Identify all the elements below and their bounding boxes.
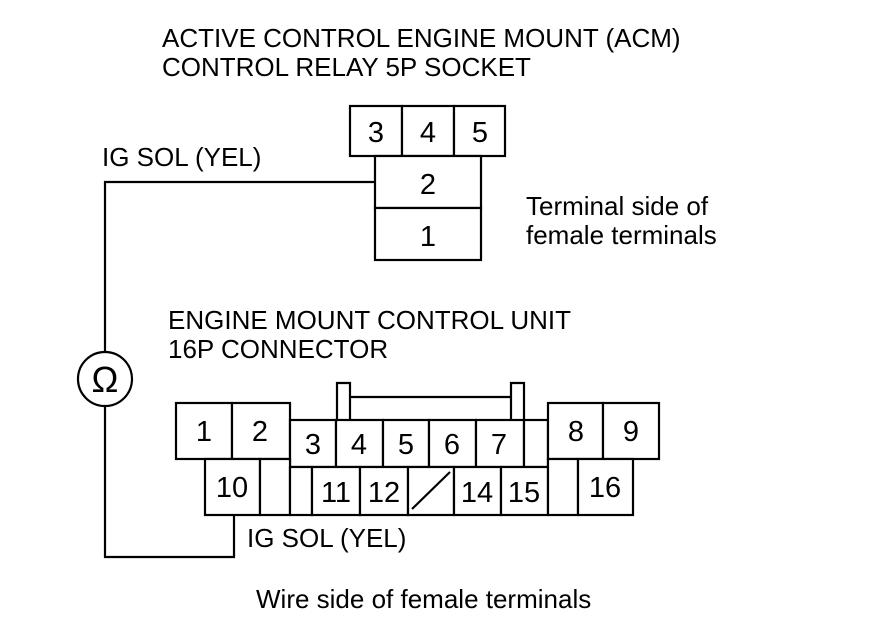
wire-side-note: Wire side of female terminals <box>256 584 591 614</box>
terminal-side-note-line1: Terminal side of <box>526 191 709 221</box>
conn-cell-14 <box>452 465 503 517</box>
conn-pin-15: 15 <box>508 477 540 509</box>
ohmmeter-circle <box>76 350 134 408</box>
conn-cell-blank-right <box>546 457 580 517</box>
relay-pin-2: 2 <box>420 169 436 201</box>
relay-pin-3: 3 <box>368 117 384 149</box>
unit-title-line1: ENGINE MOUNT CONTROL UNIT <box>168 305 571 335</box>
connector-16p: 1 2 3 4 5 6 7 8 9 10 11 12 14 15 16 <box>174 381 661 517</box>
ohmmeter: Ω <box>76 350 134 408</box>
conn-cell-16 <box>576 457 635 517</box>
conn-pin-8: 8 <box>568 416 584 448</box>
wire-top-segment <box>103 180 375 352</box>
relay-socket: 3 4 5 2 1 <box>348 104 507 262</box>
conn-pin-1: 1 <box>196 416 212 448</box>
wire-label-bottom: IG SOL (YEL) <box>247 523 406 553</box>
relay-pin-4: 4 <box>420 117 436 149</box>
conn-pin-5: 5 <box>398 429 414 461</box>
terminal-side-note-line2: female terminals <box>526 220 717 250</box>
ohm-icon: Ω <box>92 359 119 400</box>
relay-cell-2 <box>373 154 483 210</box>
conn-pin-14: 14 <box>461 477 493 509</box>
relay-title-line1: ACTIVE CONTROL ENGINE MOUNT (ACM) <box>162 23 681 53</box>
wire-bottom-segment <box>103 406 236 559</box>
conn-pin-11: 11 <box>321 477 351 509</box>
conn-cell-12 <box>358 465 410 517</box>
conn-pin-12: 12 <box>368 477 400 509</box>
conn-cell-4 <box>334 418 385 469</box>
conn-pin-2: 2 <box>252 416 268 448</box>
unused-slot-slash <box>411 471 451 510</box>
conn-pin-6: 6 <box>444 429 460 461</box>
conn-cell-spacer-bottom <box>288 465 314 517</box>
conn-cell-11 <box>310 465 362 517</box>
conn-cell-9 <box>601 401 661 461</box>
relay-cell-1 <box>373 206 483 262</box>
conn-pin-16: 16 <box>589 472 621 504</box>
wire-label-top: IG SOL (YEL) <box>102 142 261 172</box>
conn-pin-3: 3 <box>305 429 321 461</box>
conn-pin-10: 10 <box>216 472 248 504</box>
conn-cell-15 <box>499 465 550 517</box>
relay-pin-1: 1 <box>420 221 436 253</box>
conn-pin-7: 7 <box>491 429 507 461</box>
conn-cell-5 <box>381 418 431 469</box>
unit-title-line2: 16P CONNECTOR <box>168 334 388 364</box>
conn-pin-9: 9 <box>623 416 639 448</box>
relay-pin-5: 5 <box>472 117 488 149</box>
lock-tab-right <box>509 381 526 420</box>
conn-cell-blank-left <box>258 457 292 517</box>
conn-cell-spacer-top <box>522 418 550 469</box>
conn-pin-4: 4 <box>351 429 367 461</box>
conn-cell-3 <box>288 418 338 469</box>
lock-tab-left <box>335 381 352 420</box>
relay-title-line2: CONTROL RELAY 5P SOCKET <box>162 52 531 82</box>
